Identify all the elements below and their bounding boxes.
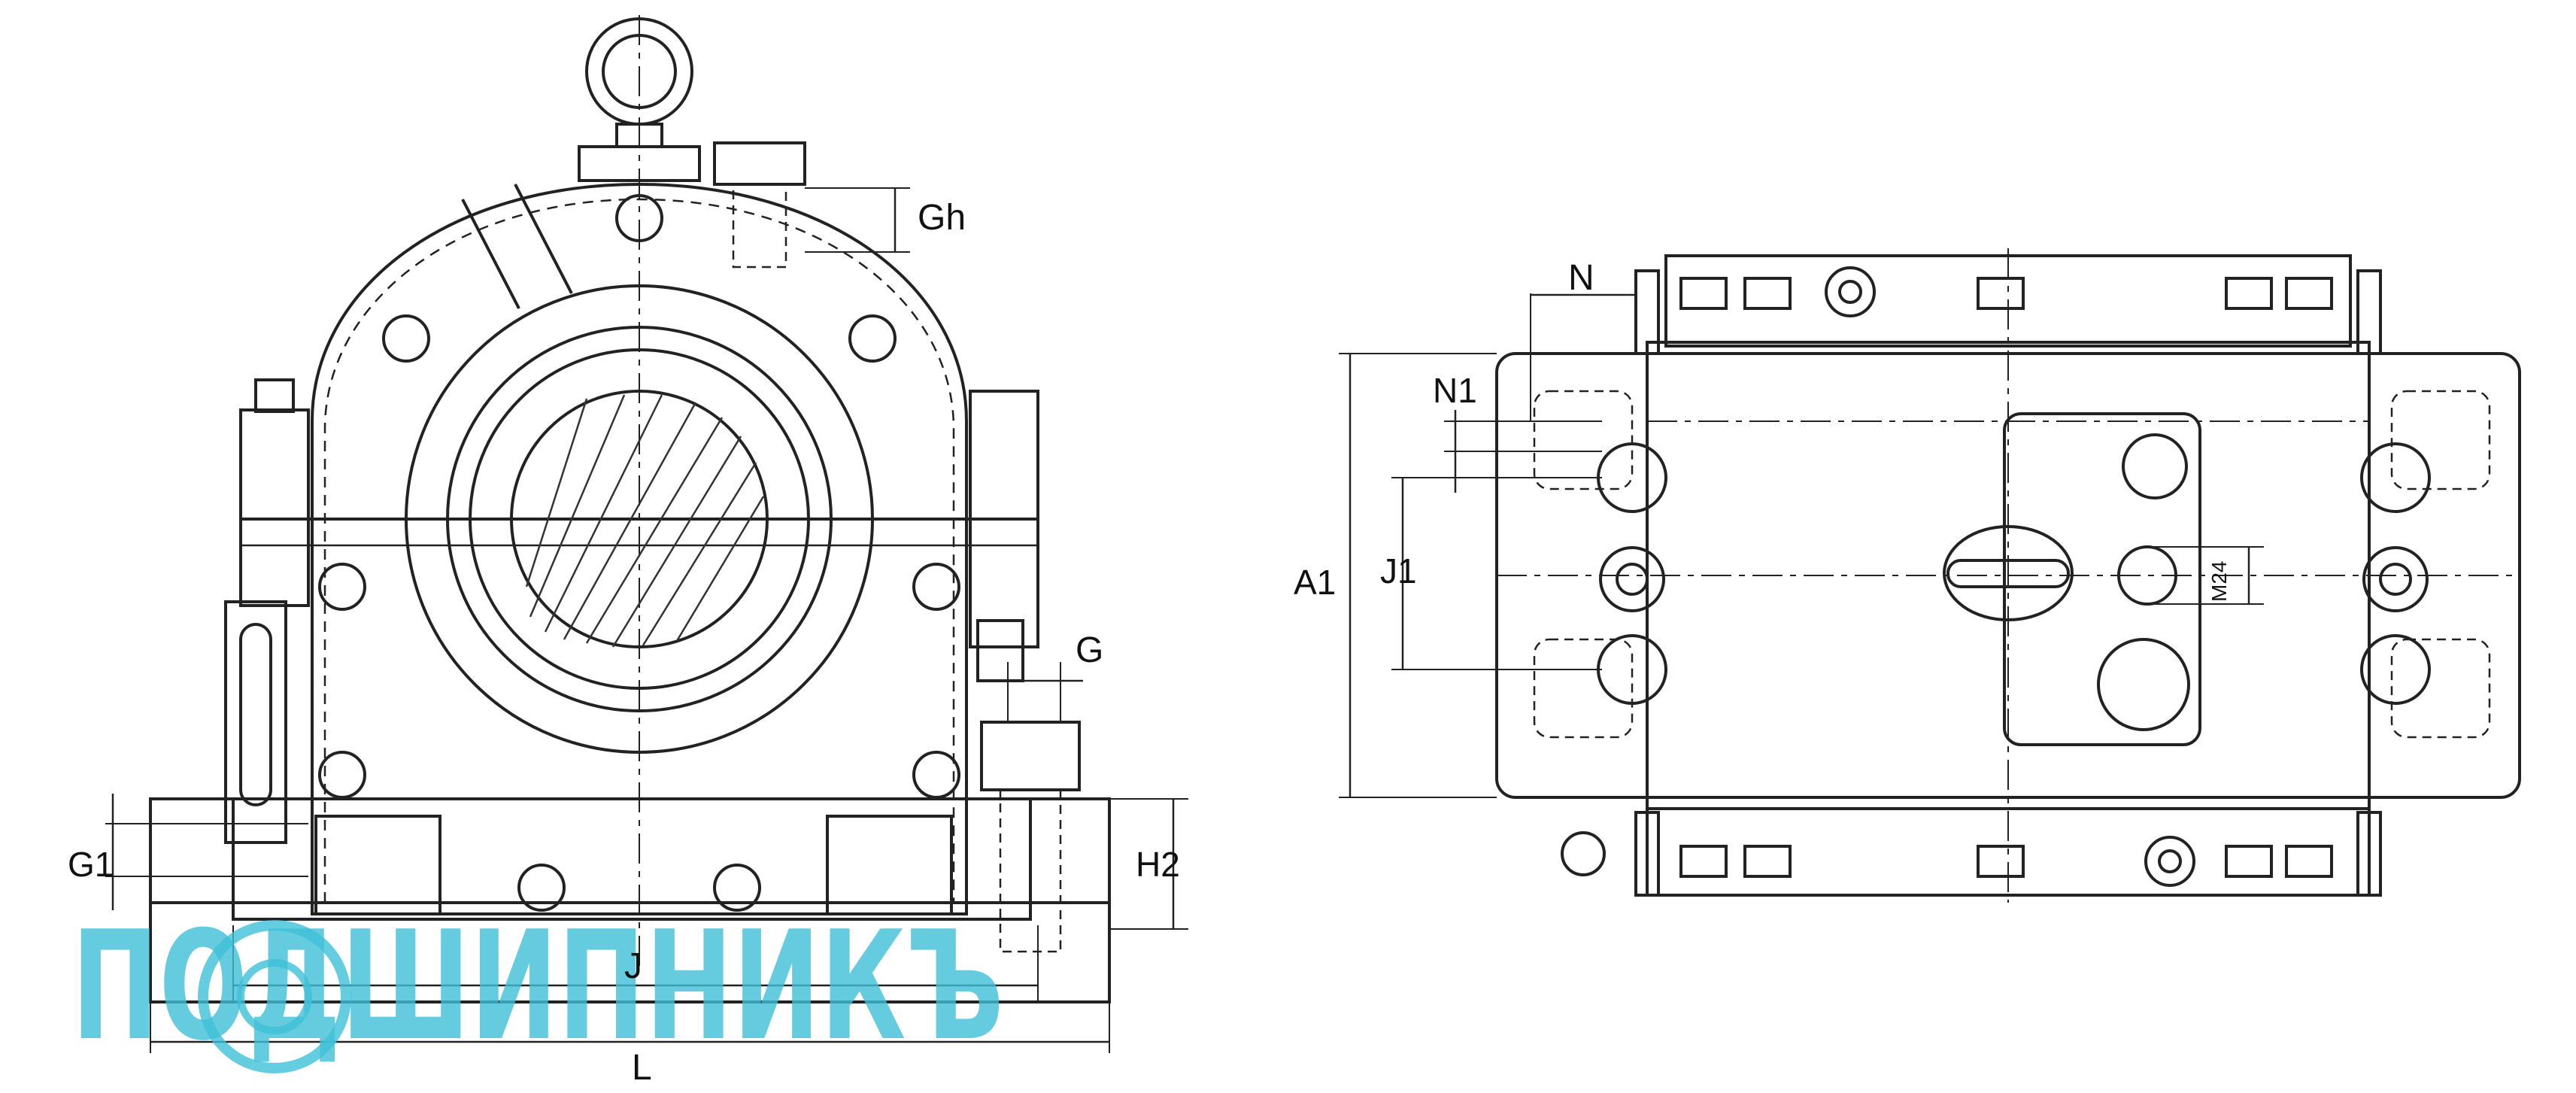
front-view [105, 15, 1188, 1053]
label-h2: H2 [1136, 845, 1180, 884]
left-bolt [239, 408, 310, 607]
knurled-plug [713, 141, 806, 186]
label-l: L [632, 1048, 652, 1088]
label-j: J [624, 946, 642, 986]
label-m24: M24 [2207, 561, 2231, 602]
bolt-hole [517, 864, 566, 912]
center-plate [2003, 412, 2201, 746]
label-g1: G1 [68, 845, 114, 884]
bolt-hole [912, 563, 960, 611]
anchor-bolt [2362, 546, 2429, 612]
label-j1: J1 [1380, 551, 1417, 591]
top-hole [2122, 433, 2188, 499]
watermark-bearing-icon [198, 920, 351, 1073]
anchor-bolt [1599, 546, 1665, 612]
bolt-hole [848, 314, 897, 363]
grease-nipple [2144, 836, 2195, 887]
anchor-nut [980, 721, 1081, 791]
label-n: N [1568, 258, 1594, 298]
housing-arch-dashed [323, 198, 955, 903]
right-foot [826, 815, 953, 915]
right-bolt [969, 390, 1039, 648]
bottom-cap-bar [1646, 807, 2371, 897]
dimension-labels: Gh G G1 H2 J L N N1 A1 J1 M24 [68, 198, 2231, 1088]
shaft-hatching [525, 394, 765, 648]
label-g: G [1076, 630, 1103, 670]
bolt-hole [912, 751, 960, 799]
watermark: ПОДШИПНИКЪ [71, 899, 1004, 1074]
grease-nipple [1825, 266, 1876, 317]
bolt-hole [318, 751, 366, 799]
anchor-bolt [2360, 442, 2431, 513]
label-a1: A1 [1294, 563, 1336, 602]
watermark-text: ПОДШИПНИКЪ [71, 899, 1004, 1074]
left-foot [314, 815, 441, 915]
top-view [1339, 248, 2521, 903]
bolt-hole [318, 563, 366, 611]
filler-pipe [461, 199, 520, 309]
anchor-bolt [2360, 634, 2431, 705]
knurled-plug-top [2097, 638, 2190, 731]
label-gh: Gh [918, 198, 966, 238]
bolt-hole [382, 314, 430, 363]
label-n1: N1 [1433, 371, 1477, 410]
oil-sight-glass [224, 600, 287, 844]
base-plate-inner [232, 797, 1032, 921]
bolt-hole [713, 864, 761, 912]
